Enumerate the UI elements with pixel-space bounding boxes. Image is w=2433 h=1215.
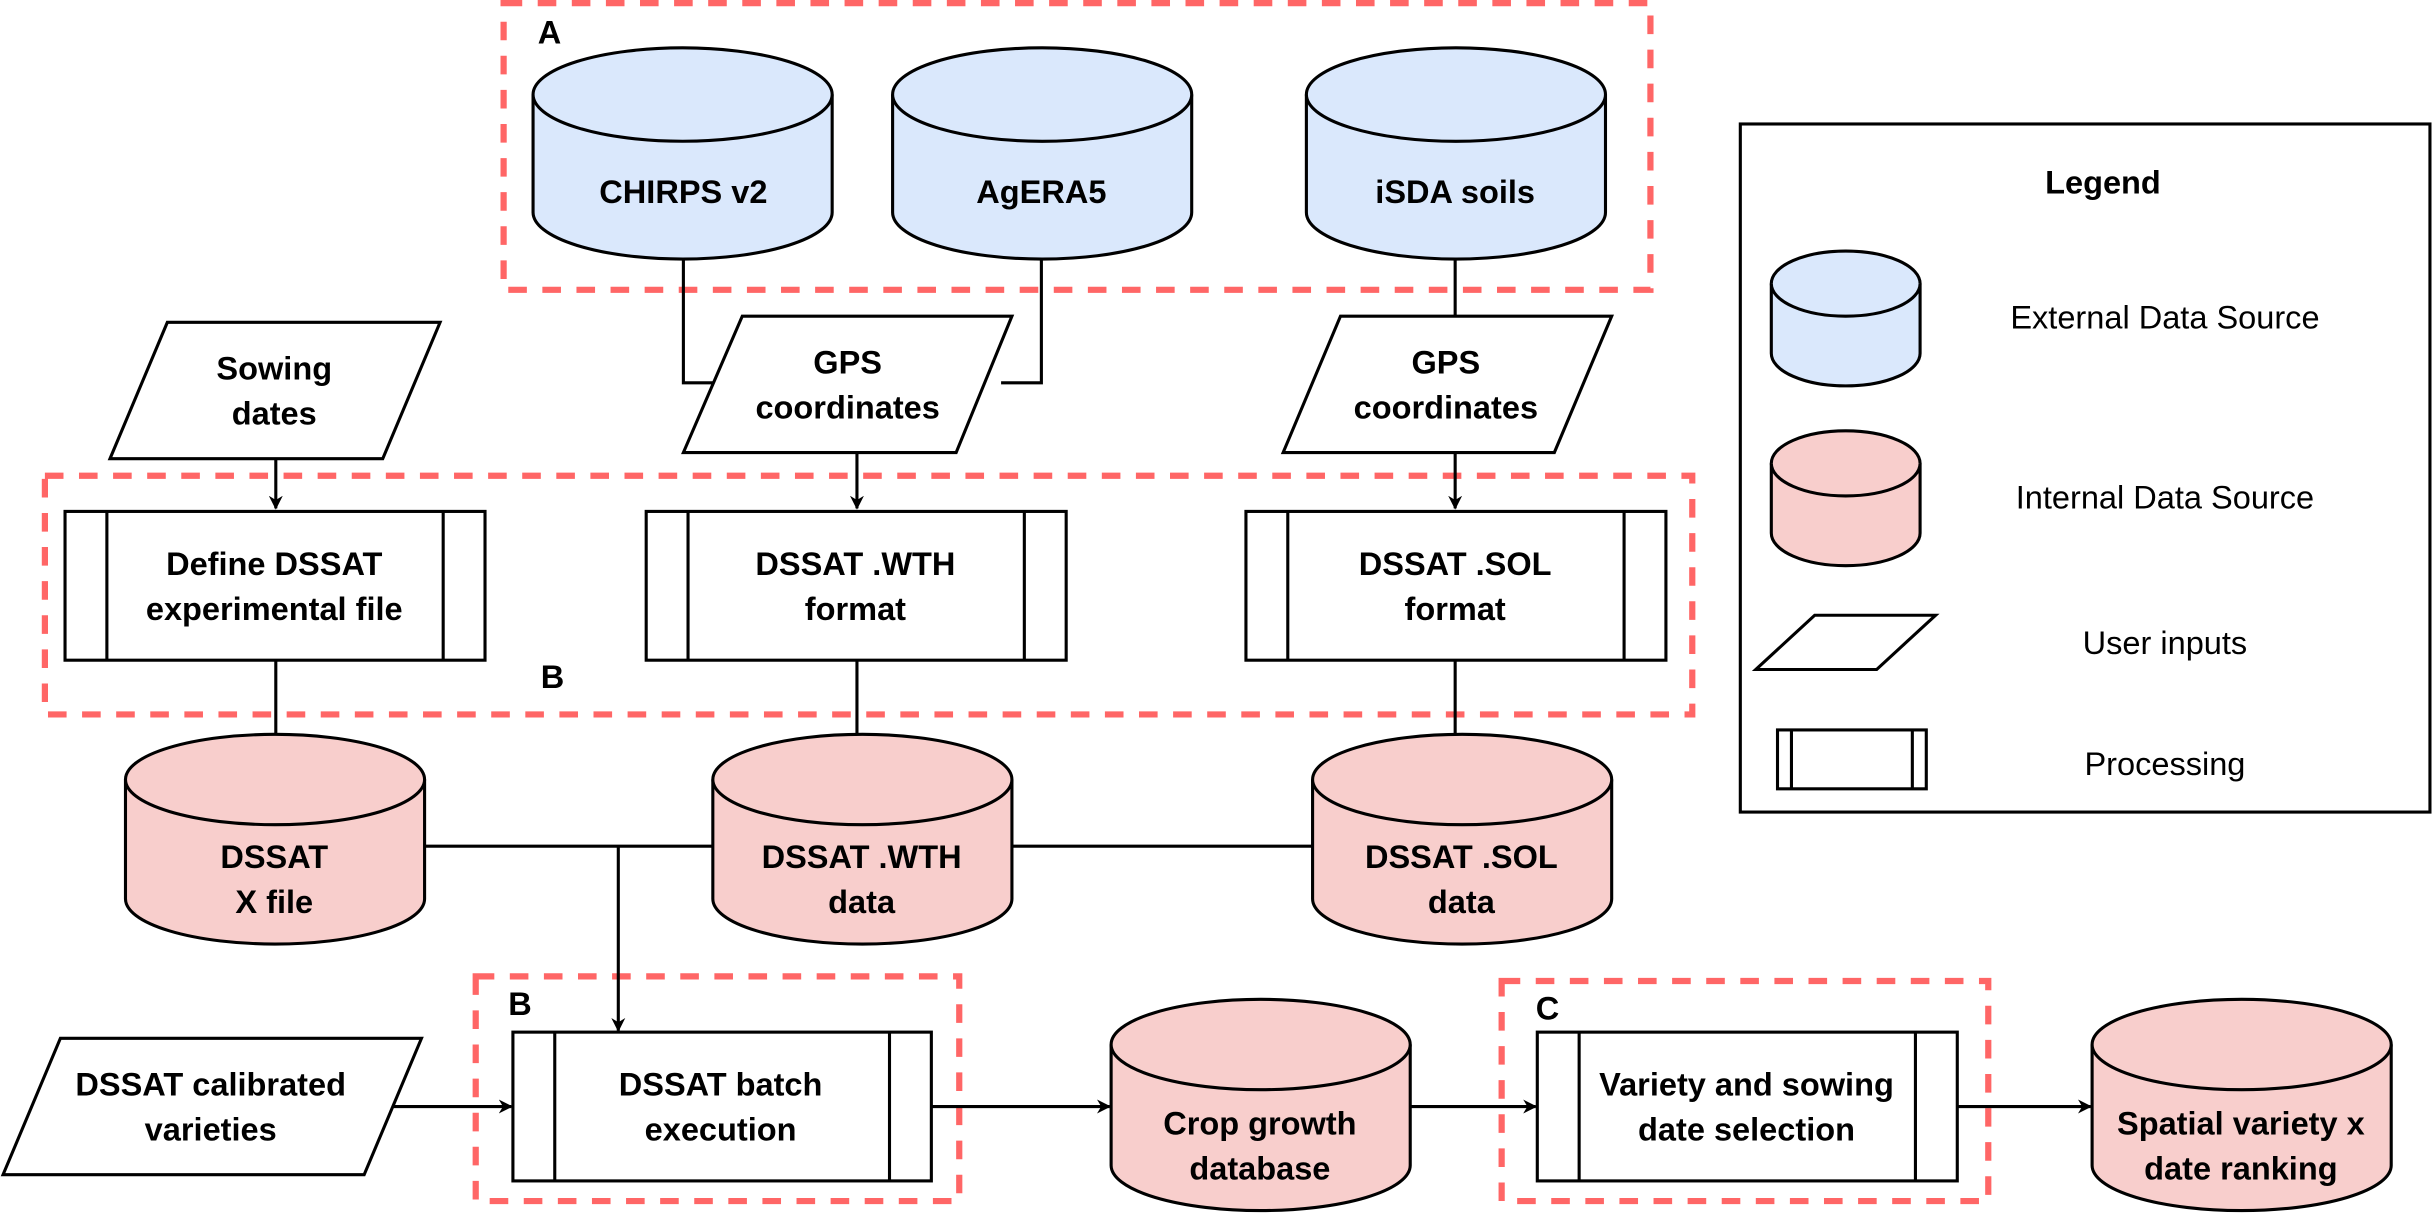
connector-chirps-gps: [681, 255, 715, 385]
process-wth-format: DSSAT .WTH format: [644, 509, 1068, 662]
label-ranking-2: date ranking: [2144, 1150, 2337, 1186]
process-define-x: Define DSSAT experimental file: [63, 509, 487, 662]
group-a-label: A: [538, 14, 562, 50]
cylinder-chirps: CHIRPS v2: [531, 46, 834, 261]
cylinder-crop-db: Crop growth database: [1109, 997, 1412, 1213]
group-b-bottom-border: [472, 973, 963, 1205]
label-sol-format-2: format: [1405, 591, 1506, 627]
legend-processing-icon: [1775, 728, 1928, 791]
input-sowing-dates: Sowing dates: [107, 320, 443, 461]
label-sowing-2: dates: [232, 396, 317, 432]
group-c-border: [1498, 977, 1992, 1205]
label-sol-data-1: DSSAT .SOL: [1365, 839, 1558, 875]
label-gps-soil-2: coordinates: [1354, 389, 1538, 425]
legend-title: Legend: [2045, 165, 2161, 201]
cylinder-wth-data: DSSAT .WTH data: [711, 732, 1014, 946]
process-selection: Variety and sowing date selection: [1535, 1030, 1959, 1183]
group-b-top-label: B: [541, 659, 565, 695]
legend: Legend External Data Source Internal Dat…: [1738, 122, 2432, 814]
label-gps-soil-1: GPS: [1412, 344, 1481, 380]
label-wth-format-2: format: [805, 591, 906, 627]
legend-external-icon: [1769, 249, 1922, 388]
label-ranking-1: Spatial variety x: [2117, 1105, 2365, 1141]
label-xfile-1: DSSAT: [220, 839, 328, 875]
legend-processing-label: Processing: [2084, 746, 2245, 782]
legend-internal-icon: [1769, 429, 1922, 568]
label-chirps: CHIRPS v2: [599, 174, 767, 210]
cylinder-ranking: Spatial variety x date ranking: [2090, 997, 2393, 1213]
group-c-label: C: [1536, 991, 1560, 1027]
label-define-2: experimental file: [146, 591, 403, 627]
label-cropdb-2: database: [1189, 1150, 1330, 1186]
input-calibrated-varieties: DSSAT calibrated varieties: [0, 1036, 424, 1177]
group-b-top-border: [41, 472, 1696, 718]
cylinder-isda: iSDA soils: [1304, 46, 1608, 261]
label-gps-weather-2: coordinates: [755, 389, 939, 425]
cylinder-x-file: DSSAT X file: [123, 732, 427, 946]
connectors: [268, 255, 2092, 1114]
label-agera5: AgERA5: [976, 174, 1106, 210]
process-batch: DSSAT batch execution: [511, 1030, 933, 1183]
label-selection-1: Variety and sowing: [1599, 1067, 1894, 1103]
label-xfile-2: X file: [235, 884, 313, 920]
cylinder-agera5: AgERA5: [891, 46, 1194, 261]
input-gps-weather: GPS coordinates: [681, 314, 1015, 455]
label-cropdb-1: Crop growth: [1163, 1105, 1356, 1141]
group-b-bottom-label: B: [508, 986, 532, 1022]
label-varieties-1: DSSAT calibrated: [75, 1067, 346, 1103]
label-wth-data-2: data: [828, 884, 896, 920]
legend-external-label: External Data Source: [2010, 300, 2319, 336]
legend-input-label: User inputs: [2083, 625, 2248, 661]
label-varieties-2: varieties: [145, 1112, 277, 1148]
label-batch-2: execution: [645, 1112, 797, 1148]
label-sol-format-1: DSSAT .SOL: [1359, 546, 1552, 582]
legend-input-icon: [1751, 613, 1940, 672]
label-isda: iSDA soils: [1375, 174, 1535, 210]
label-sol-data-2: data: [1428, 884, 1496, 920]
label-define-1: Define DSSAT: [166, 546, 382, 582]
label-wth-format-1: DSSAT .WTH: [755, 546, 955, 582]
process-sol-format: DSSAT .SOL format: [1244, 509, 1668, 662]
label-selection-2: date selection: [1638, 1112, 1855, 1148]
label-gps-weather-1: GPS: [813, 344, 882, 380]
label-wth-data-1: DSSAT .WTH: [762, 839, 962, 875]
connector-agera5-gps: [1001, 255, 1043, 385]
label-sowing-1: Sowing: [216, 351, 332, 387]
input-gps-soil: GPS coordinates: [1280, 314, 1615, 455]
label-batch-1: DSSAT batch: [619, 1067, 823, 1103]
cylinder-sol-data: DSSAT .SOL data: [1311, 732, 1614, 946]
legend-internal-label: Internal Data Source: [2016, 479, 2314, 515]
